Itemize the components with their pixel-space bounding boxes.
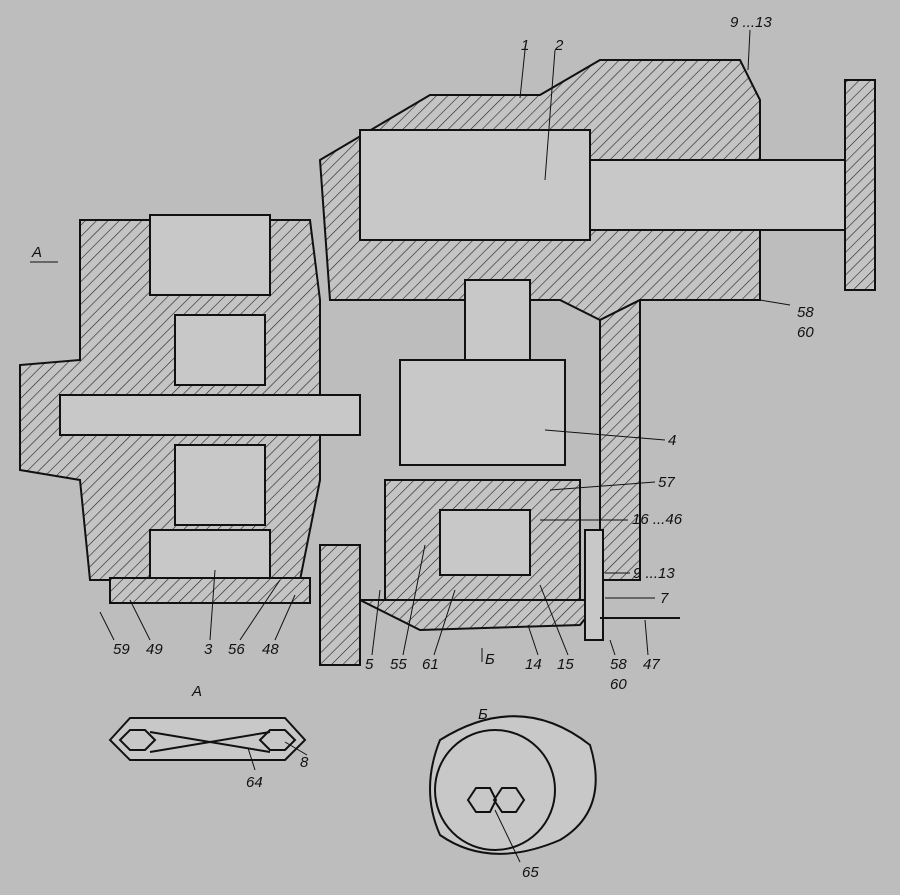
label-view-b-arrow: Б: [485, 651, 495, 668]
label-5: 5: [365, 656, 374, 673]
label-8: 8: [300, 754, 309, 771]
intermediate-gear: [399, 359, 566, 466]
ring-48: [109, 577, 311, 604]
label-2: 2: [555, 37, 564, 54]
label-4: 4: [668, 432, 677, 449]
label-1: 1: [521, 37, 530, 54]
view-a-lock-plate: [108, 717, 307, 761]
label-48: 48: [262, 641, 279, 658]
cover-14: [359, 599, 603, 632]
view-a-title: A: [192, 683, 203, 700]
label-47: 47: [643, 656, 660, 673]
label-58-top: 58: [797, 304, 814, 321]
label-57: 57: [658, 474, 675, 491]
bolt-58: [584, 529, 604, 641]
view-b-title: Б: [478, 706, 488, 723]
upper-shaft: [359, 129, 591, 241]
view-b-cover: [429, 715, 597, 855]
label-61: 61: [422, 656, 439, 673]
leader-lines: [30, 29, 791, 863]
output-shaft: [589, 159, 851, 231]
label-49: 49: [146, 641, 163, 658]
label-16-46: 16 ...46: [632, 511, 683, 528]
label-9-13-top: 9 ...13: [730, 14, 772, 31]
label-59: 59: [113, 641, 130, 658]
label-7: 7: [660, 590, 669, 607]
label-9-13-mid: 9 ...13: [633, 565, 675, 582]
right-housing-wall: [599, 298, 641, 581]
label-60-top: 60: [797, 324, 814, 341]
label-56: 56: [228, 641, 245, 658]
label-15: 15: [557, 656, 574, 673]
output-flange: [844, 79, 876, 291]
differential-shaft: [59, 394, 361, 436]
label-view-a-arrow: A: [32, 244, 43, 261]
label-55: 55: [390, 656, 407, 673]
label-60-bottom: 60: [610, 676, 627, 693]
label-3: 3: [204, 641, 213, 658]
label-58-bottom: 58: [610, 656, 627, 673]
label-65: 65: [522, 864, 539, 881]
label-64: 64: [246, 774, 263, 791]
label-14: 14: [525, 656, 542, 673]
